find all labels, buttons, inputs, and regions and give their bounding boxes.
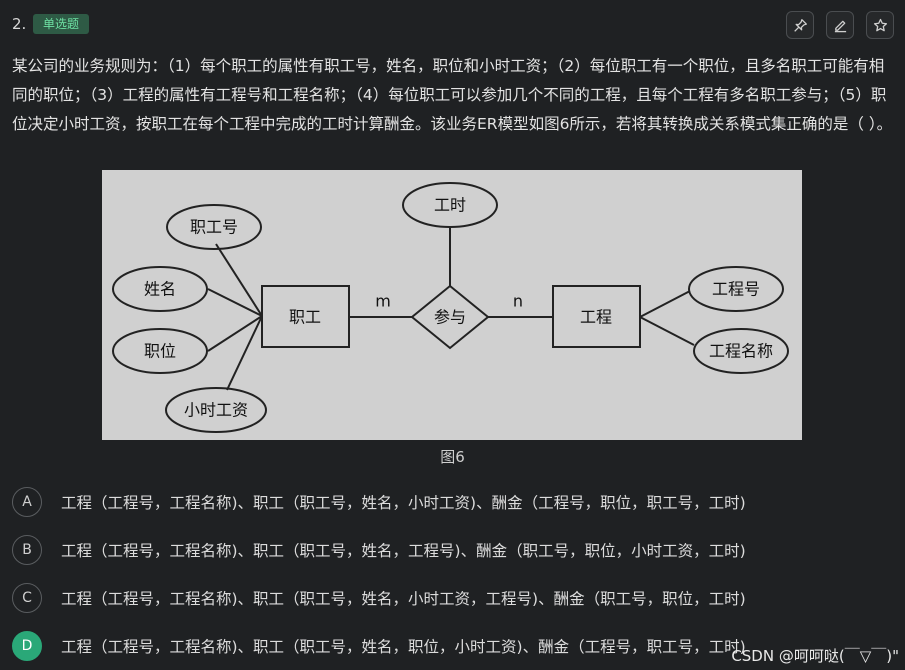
attr-proj-name-label: 工程名称 (709, 342, 773, 361)
attr-work-hours-ellipse (402, 182, 498, 228)
question-header: 2. 单选题 (0, 0, 905, 48)
option-c-text: 工程（工程号，工程名称)、职工（职工号，姓名，小时工资，工程号)、酬金（职工号，… (61, 590, 746, 608)
relationship-label: 参与 (434, 308, 466, 327)
attr-name-label: 姓名 (144, 280, 176, 299)
option-b-text: 工程（工程号，工程名称)、职工（职工号，姓名，工程号)、酬金（职工号，职位，小时… (61, 542, 746, 560)
edit-note-button[interactable] (826, 11, 854, 39)
attr-work-hours-label: 工时 (434, 196, 466, 215)
star-icon (873, 18, 887, 31)
option-d-letter[interactable]: D (12, 631, 42, 661)
attr-position-ellipse (112, 328, 208, 374)
entity-employee-label: 职工 (289, 308, 321, 327)
pin-button[interactable] (786, 11, 814, 39)
question-number: 2. (12, 15, 27, 33)
entity-project-box (552, 285, 641, 348)
pin-icon (793, 18, 807, 32)
cardinality-n: n (513, 292, 523, 311)
entity-project-label: 工程 (580, 308, 612, 327)
cardinality-m: m (375, 292, 391, 311)
er-diagram-figure: 职工 工程 参与 m n 职工号 姓名 职位 小时工资 工时 工程号 工程名称 (102, 170, 802, 440)
option-b-letter[interactable]: B (12, 535, 42, 565)
option-d-text: 工程（工程号，工程名称)、职工（职工号，姓名，职位，小时工资)、酬金（工程号，职… (61, 638, 746, 656)
option-b[interactable]: B 工程（工程号，工程名称)、职工（职工号，姓名，工程号)、酬金（职工号，职位，… (12, 533, 902, 567)
edit-icon (834, 20, 846, 32)
link-position (207, 315, 263, 352)
option-a[interactable]: A 工程（工程号，工程名称)、职工（职工号，姓名，小时工资)、酬金（工程号，职位… (12, 485, 902, 519)
attr-emp-id-label: 职工号 (190, 218, 238, 237)
attr-proj-name-ellipse (693, 328, 789, 374)
attr-position-label: 职位 (144, 342, 176, 361)
link-name (207, 288, 263, 317)
option-c-letter[interactable]: C (12, 583, 42, 613)
watermark: CSDN @呵呵哒(￣▽￣)" (731, 647, 899, 665)
link-proj-id (639, 290, 691, 318)
attr-proj-id-label: 工程号 (712, 280, 760, 299)
option-c[interactable]: C 工程（工程号，工程名称)、职工（职工号，姓名，小时工资，工程号)、酬金（职工… (12, 581, 902, 615)
figure-caption: 图6 (440, 448, 465, 466)
attr-hourly-wage-ellipse (165, 387, 267, 433)
option-a-text: 工程（工程号，工程名称)、职工（职工号，姓名，小时工资)、酬金（工程号，职位，职… (61, 494, 746, 512)
attr-hourly-wage-label: 小时工资 (184, 401, 248, 420)
relationship-diamond (410, 284, 490, 350)
attr-proj-id-ellipse (688, 266, 784, 312)
link-proj-name (639, 316, 695, 346)
attr-name-ellipse (112, 266, 208, 312)
question-type-badge: 单选题 (33, 14, 90, 34)
link-emp-id (215, 243, 263, 317)
question-text: 某公司的业务规则为：（1）每个职工的属性有职工号，姓名，职位和小时工资；（2）每… (12, 57, 893, 133)
option-d[interactable]: D 工程（工程号，工程名称)、职工（职工号，姓名，职位，小时工资)、酬金（工程号… (12, 629, 902, 663)
er-diagram: 职工 工程 参与 m n 职工号 姓名 职位 小时工资 工时 工程号 工程名称 (112, 182, 789, 433)
option-a-letter[interactable]: A (12, 487, 42, 517)
link-hourly-wage (226, 315, 263, 391)
favorite-button[interactable] (866, 11, 894, 39)
attr-emp-id-ellipse (166, 204, 262, 250)
entity-employee-box (261, 285, 350, 348)
